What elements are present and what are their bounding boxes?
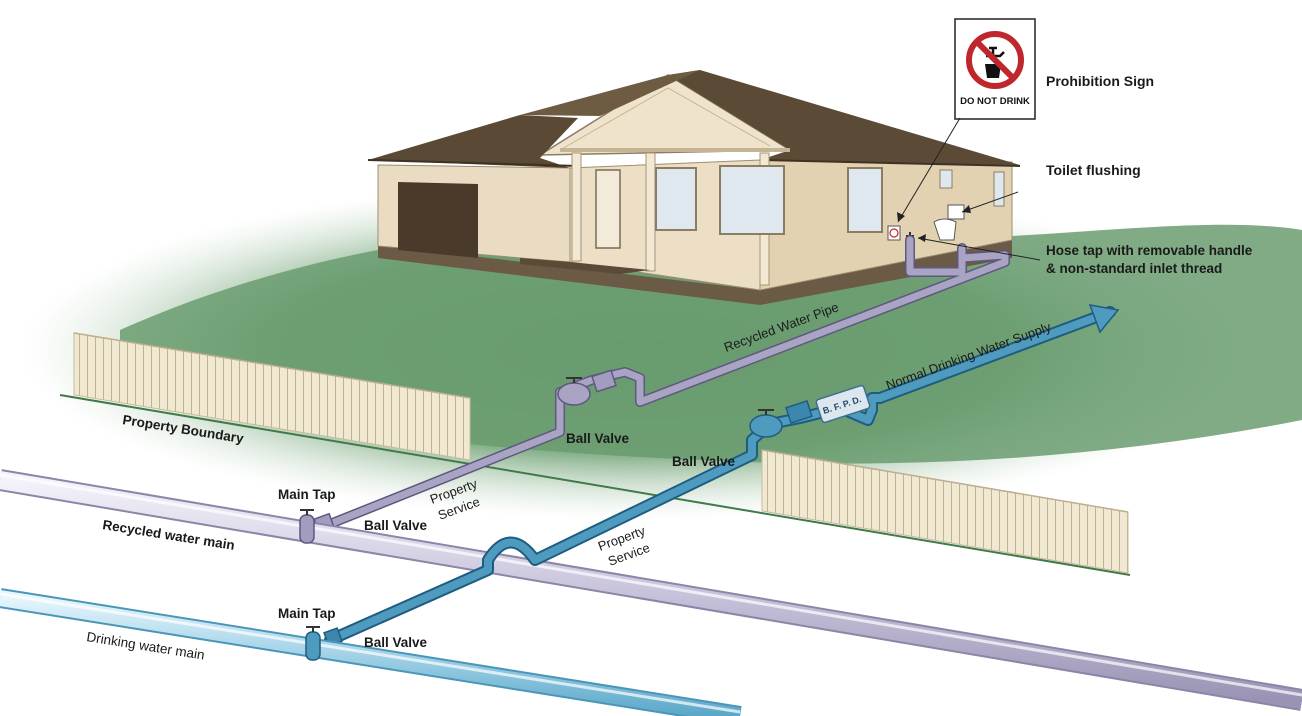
drinking-water-main — [0, 594, 740, 716]
label-ball-valve-drinking-lower: Ball Valve — [364, 635, 428, 650]
label-hose-tap-line2: & non-standard inlet thread — [1046, 261, 1222, 276]
label-ball-valve-recycled-lower: Ball Valve — [364, 518, 428, 533]
label-hose-tap-line1: Hose tap with removable handle — [1046, 243, 1253, 258]
prohibition-sign: DO NOT DRINK — [955, 19, 1035, 119]
label-main-tap-recycled: Main Tap — [278, 487, 336, 502]
label-main-tap-drinking: Main Tap — [278, 606, 336, 621]
label-toilet-flushing: Toilet flushing — [1046, 162, 1141, 178]
label-ball-valve-recycled-upper: Ball Valve — [566, 431, 630, 446]
label-prohibition-sign: Prohibition Sign — [1046, 73, 1154, 89]
label-ball-valve-drinking-upper: Ball Valve — [672, 454, 736, 469]
sign-do-not-drink-text: DO NOT DRINK — [960, 96, 1030, 107]
